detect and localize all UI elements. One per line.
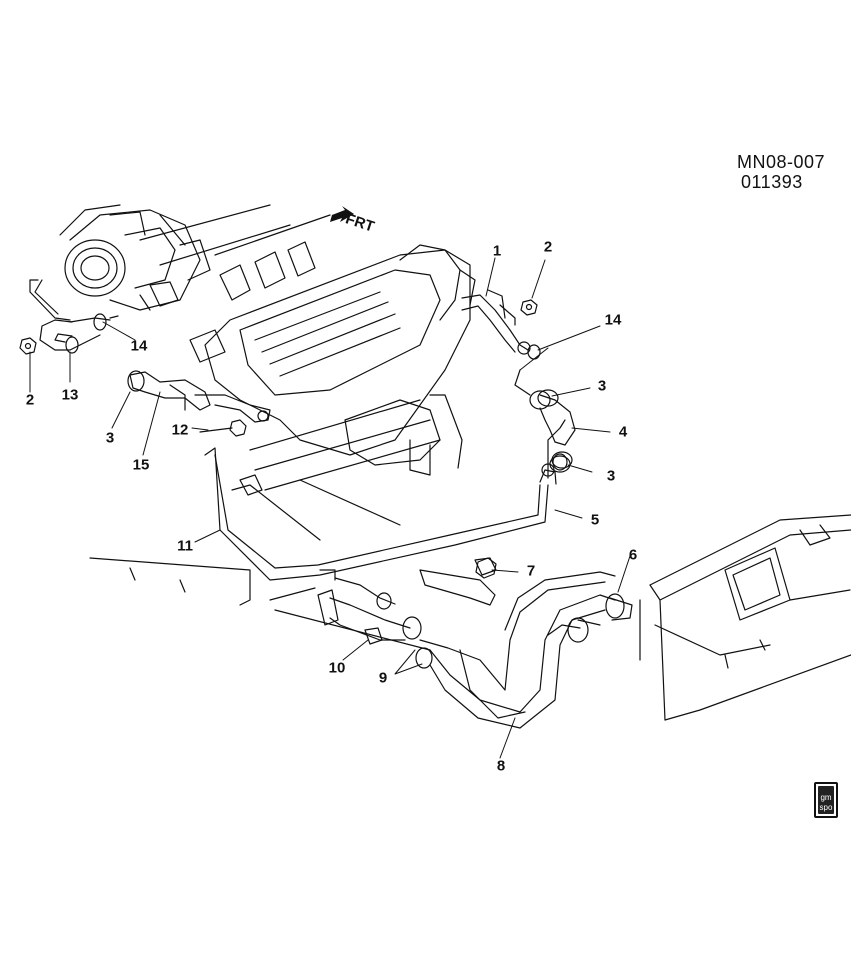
callout-13: 13: [61, 386, 79, 404]
lower-hoses: [317, 569, 433, 669]
pipe-11: [204, 447, 557, 581]
callout-12: 12: [171, 421, 189, 439]
gm-spo-logo: gm spo: [814, 782, 838, 818]
hose-1: [461, 289, 531, 355]
nut-2-left: [19, 337, 37, 355]
callout-14-right: 14: [604, 311, 622, 329]
callout-4: 4: [618, 423, 628, 441]
callout-9: 9: [378, 669, 388, 687]
callout-5: 5: [590, 511, 600, 529]
callout-15: 15: [132, 456, 150, 474]
callout-10: 10: [328, 659, 346, 677]
bracket-7: [419, 557, 497, 606]
callout-2-left: 2: [25, 391, 35, 409]
callout-3-a: 3: [597, 377, 607, 395]
front-arrow-icon: [330, 206, 354, 222]
logo-bottom-text: spo: [819, 803, 833, 812]
seal-14-right: [527, 344, 541, 360]
callout-7: 7: [526, 562, 536, 580]
clamp-3-b: [549, 455, 571, 473]
callout-2-right: 2: [543, 238, 553, 256]
bolt-12: [199, 419, 247, 437]
nut-2-right: [520, 299, 538, 316]
clamp-3-a: [537, 389, 559, 407]
callout-6: 6: [628, 546, 638, 564]
nut-7: [475, 557, 497, 579]
engine-block: [139, 204, 476, 541]
leader-lines: [29, 257, 631, 759]
callout-11: 11: [177, 537, 193, 555]
hose-5: [541, 419, 568, 479]
callout-3-b: 3: [606, 467, 616, 485]
heater-core: [639, 514, 851, 721]
callout-8: 8: [496, 757, 506, 775]
heater-hoses: [419, 571, 633, 729]
logo-top-text: gm: [820, 793, 832, 802]
throttle-body: [59, 204, 211, 311]
date-code: 011393: [741, 172, 803, 192]
hose-13: [29, 279, 119, 354]
pipe-15: [127, 370, 271, 423]
callout-1: 1: [492, 242, 502, 260]
diagram-code: MN08-007: [737, 152, 826, 172]
callout-3-left: 3: [105, 429, 115, 447]
floor-lines: [89, 557, 431, 651]
hose-4: [514, 369, 576, 469]
callout-14-left: 14: [130, 337, 148, 355]
